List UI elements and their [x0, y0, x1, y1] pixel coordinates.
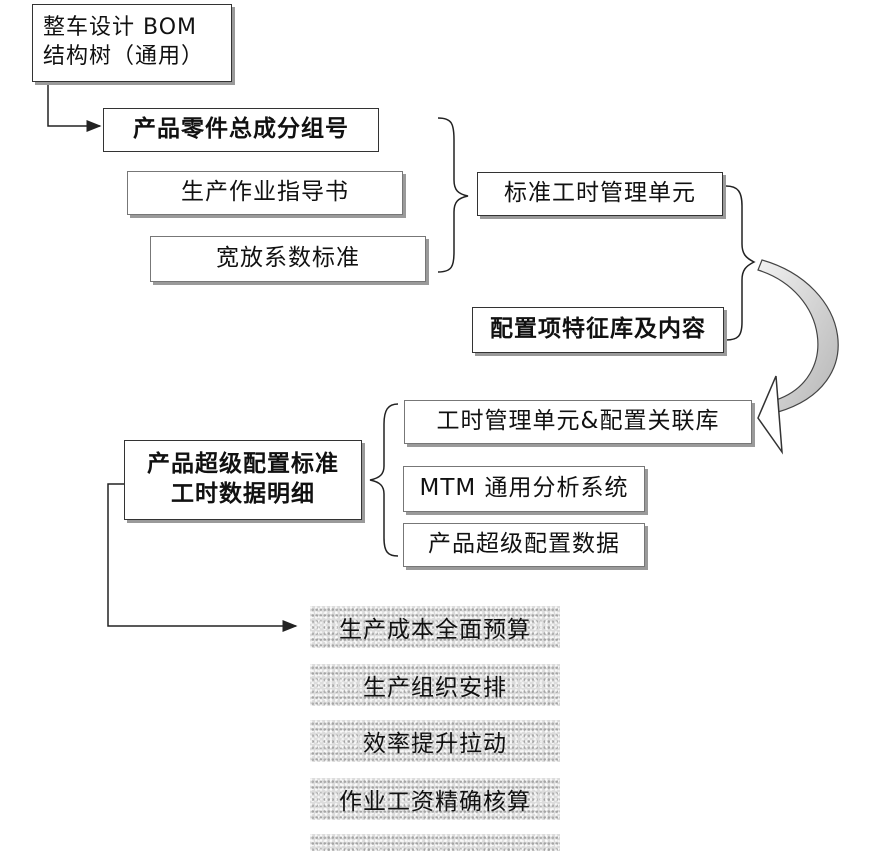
standard-hour-unit-box: 标准工时管理单元	[477, 172, 723, 216]
mtm-system-box: MTM 通用分析系统	[403, 466, 645, 512]
output-efficiency-improvement: 效率提升拉动	[310, 720, 560, 762]
root-bom-box: 整车设计 BOM 结构树（通用）	[32, 4, 232, 82]
unit-config-link-box: 工时管理单元&配置关联库	[404, 400, 752, 444]
output-efficiency-improvement-label: 效率提升拉动	[363, 724, 507, 758]
config-library-box: 配置项特征库及内容	[472, 307, 724, 353]
output-cost-budget-label: 生产成本全面预算	[339, 610, 531, 644]
product-part-group-label: 产品零件总成分组号	[133, 115, 349, 145]
work-instruction-box: 生产作业指导书	[127, 171, 403, 215]
product-part-group-box: 产品零件总成分组号	[103, 108, 379, 152]
output-wage-accounting: 作业工资精确核算	[310, 778, 560, 820]
root-arrow	[48, 80, 100, 126]
detail-line1: 产品超级配置标准	[147, 450, 339, 480]
unit-config-link-label: 工时管理单元&配置关联库	[437, 407, 720, 437]
output-partial-box	[310, 834, 560, 851]
standard-hour-unit-label: 标准工时管理单元	[504, 179, 696, 209]
super-config-data-label: 产品超级配置数据	[428, 530, 620, 560]
super-config-detail-box: 产品超级配置标准 工时数据明细	[124, 440, 362, 520]
curved-arrowhead	[758, 376, 782, 452]
super-config-data-box: 产品超级配置数据	[403, 523, 645, 567]
output-cost-budget: 生产成本全面预算	[310, 606, 560, 648]
mtm-system-label: MTM 通用分析系统	[419, 474, 628, 504]
brace-group2	[726, 186, 754, 340]
brace-group3	[370, 404, 398, 556]
config-library-label: 配置项特征库及内容	[490, 315, 706, 345]
root-line2: 结构树（通用）	[43, 43, 204, 72]
allowance-standard-label: 宽放系数标准	[216, 244, 360, 274]
detail-line2: 工时数据明细	[171, 480, 315, 510]
root-line1: 整车设计 BOM	[43, 14, 197, 43]
output-production-arrangement-label: 生产组织安排	[363, 668, 507, 702]
allowance-standard-box: 宽放系数标准	[150, 236, 426, 282]
output-wage-accounting-label: 作业工资精确核算	[339, 782, 531, 816]
brace-group1	[438, 118, 468, 272]
output-production-arrangement: 生产组织安排	[310, 664, 560, 706]
work-instruction-label: 生产作业指导书	[181, 178, 349, 208]
